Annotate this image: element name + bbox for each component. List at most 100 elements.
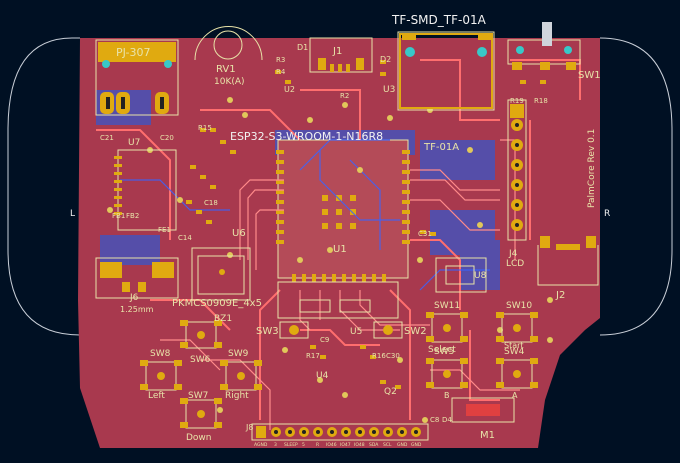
r16-label: R16	[372, 352, 386, 360]
r2-label: R2	[340, 92, 349, 100]
button-down-label: Down	[186, 433, 212, 443]
u5-label: U5	[350, 327, 362, 337]
button-select-sw11[interactable]	[426, 312, 468, 343]
copper-traces	[96, 59, 581, 430]
button-a-sw4[interactable]	[496, 358, 538, 389]
pin-label: SLEEP	[284, 442, 298, 448]
sd-card-socket[interactable]	[397, 31, 495, 111]
d4-label: D4	[442, 416, 452, 424]
board-revision-label: PalmCore Rev 0.1	[587, 129, 597, 208]
pin-label: IO48	[354, 442, 365, 448]
pin-label: 3	[274, 442, 277, 448]
sw3-label: SW3	[256, 326, 279, 337]
c14-label: C14	[178, 234, 192, 242]
u3-label: U3	[383, 85, 395, 95]
r18-label: R18	[534, 97, 548, 105]
sw8-label: SW8	[150, 349, 171, 359]
q2-label: Q2	[384, 387, 397, 397]
sw9-label: SW9	[228, 349, 249, 359]
button-left-sw8[interactable]	[140, 360, 182, 391]
right-mark: R	[604, 209, 610, 219]
esp32-module-body[interactable]	[277, 139, 409, 279]
battery-size-label: 1.25mm	[120, 305, 154, 314]
u8-label: U8	[474, 271, 487, 281]
bz1-label: BZ1	[214, 314, 232, 324]
pin-header-j8[interactable]	[251, 423, 429, 441]
u2-label: U2	[284, 85, 295, 94]
r3-label: R3	[276, 56, 285, 64]
left-mark: L	[70, 209, 75, 219]
fe1-label: FE1	[158, 226, 171, 234]
lcd-header-j4[interactable]	[507, 99, 527, 241]
vias	[107, 97, 553, 423]
button-right-label: Right	[225, 391, 249, 401]
r15-label: R15	[198, 124, 212, 132]
button-a-label: A	[512, 391, 518, 400]
button-down-sw7[interactable]	[180, 398, 222, 429]
c9-label: C9	[320, 336, 329, 344]
r17-label: R17	[306, 352, 320, 360]
sw10-label: SW10	[506, 301, 532, 311]
sw5-label: SW5	[434, 347, 454, 357]
pin-label: R	[316, 442, 319, 448]
vibration-motor-m1[interactable]	[451, 397, 515, 423]
smd-passives	[186, 60, 546, 389]
button-b-label: B	[444, 391, 450, 400]
button-start-sw10[interactable]	[496, 312, 538, 343]
pin-label: IO47	[340, 442, 351, 448]
regulator-u6[interactable]	[191, 247, 251, 301]
potentiometer-rv1[interactable]	[194, 26, 263, 61]
sd-socket-title: TF-SMD_TF-01A	[391, 13, 487, 27]
battery-connector-j6[interactable]	[95, 257, 179, 299]
c18-label: C18	[204, 199, 218, 207]
m1-label: M1	[480, 430, 495, 441]
header-pin-labels: AGND 3 SLEEP 5 R IO46 IO47 IO48 SDA SCL …	[254, 442, 422, 448]
r19-label: R19	[510, 97, 524, 105]
u4-label: U4	[316, 371, 329, 381]
power-slide-switch-sw1[interactable]	[507, 22, 581, 70]
c31-label: C31	[418, 230, 432, 238]
sw4-label: SW4	[504, 347, 525, 357]
sw6-label: SW6	[190, 355, 211, 365]
u6-label: U6	[232, 228, 246, 239]
c21-label: C21	[100, 134, 114, 142]
jack-label: PJ-307	[116, 46, 150, 59]
sw7-label: SW7	[188, 391, 208, 401]
sw1-label: SW1	[578, 70, 601, 81]
ic-u8[interactable]	[435, 257, 487, 293]
button-b-sw5[interactable]	[426, 358, 468, 389]
button-up-sw6[interactable]	[180, 320, 222, 349]
regulator-label: PKMCS0909E_4x5	[172, 298, 262, 309]
pin-label: GND	[397, 442, 408, 448]
reset-button-sw3[interactable]	[279, 321, 309, 339]
connector-j2[interactable]	[537, 236, 599, 286]
c30-label: C30	[386, 352, 400, 360]
button-select-label: Select	[428, 345, 456, 355]
j6-label: J6	[129, 293, 139, 303]
u1-label: U1	[333, 244, 347, 255]
sd-short-label: TF-01A	[423, 142, 459, 153]
j1-label: J1	[332, 46, 342, 57]
boot-button-sw2[interactable]	[373, 321, 403, 339]
audio-jack-pj307[interactable]	[95, 39, 179, 116]
pot-ref-label: RV1	[216, 64, 236, 75]
pin-label: 5	[302, 442, 305, 448]
usb-connector-j1[interactable]	[309, 37, 373, 73]
j4-label: J4	[508, 249, 518, 259]
pin-label: SDA	[369, 442, 379, 448]
pin-label: IO46	[326, 442, 337, 448]
d1-label: D1	[297, 43, 308, 52]
fb1-label: FB1	[112, 212, 125, 220]
pin-label: SCL	[383, 442, 392, 448]
ic-u7[interactable]	[114, 149, 177, 231]
ic-u5[interactable]	[277, 281, 399, 319]
c8-label: C8	[430, 416, 439, 424]
mcu-part-label: ESP32-S3-WROOM-1-N16R8	[230, 130, 383, 143]
button-right-sw9[interactable]	[220, 360, 262, 391]
pot-value-label: 10K(A)	[214, 77, 245, 87]
button-left-label: Left	[148, 391, 165, 401]
sw2-label: SW2	[404, 326, 427, 337]
button-start-label: Start	[504, 341, 524, 350]
